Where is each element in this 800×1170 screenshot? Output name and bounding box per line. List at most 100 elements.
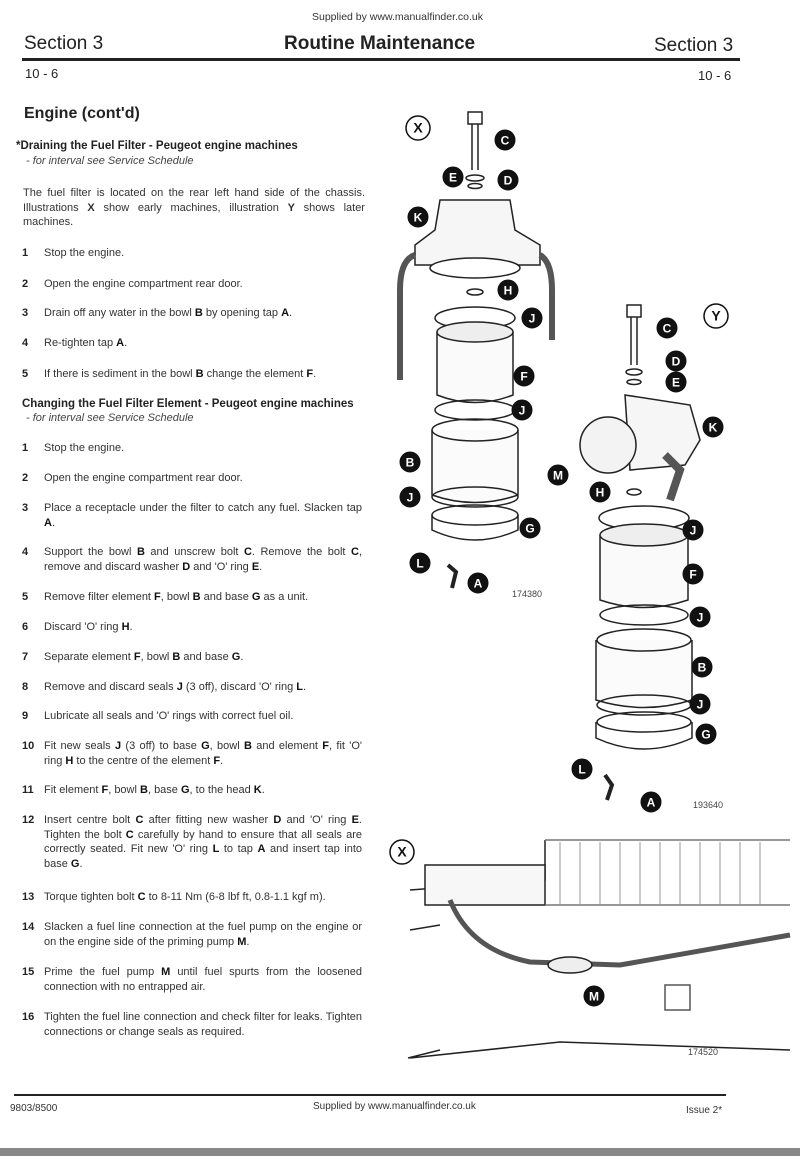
part-reference: Y [287, 201, 295, 214]
part-reference: F [322, 740, 330, 752]
step-text: Torque tighten bolt C to 8-11 Nm (6-8 lb… [44, 891, 326, 903]
part-reference: C [135, 814, 144, 826]
callout-j: J [689, 606, 711, 628]
draining-title: Draining the Fuel Filter - Peugeot engin… [20, 140, 298, 152]
callout-m: M [547, 464, 569, 486]
callout-m: M [583, 985, 605, 1007]
section-label-right: Section 3 [654, 35, 734, 56]
svg-text:M: M [589, 990, 599, 1004]
svg-text:H: H [596, 486, 605, 500]
callout-j: J [399, 486, 421, 508]
step-number: 7 [22, 651, 29, 663]
svg-text:J: J [407, 491, 414, 505]
svg-text:G: G [525, 522, 534, 536]
step-number: 3 [22, 307, 29, 319]
callout-j: J [689, 693, 711, 715]
part-reference: A [44, 516, 52, 529]
step-number: 6 [22, 621, 29, 633]
part-reference: D [182, 560, 191, 573]
part-reference: C [137, 891, 146, 903]
callout-g: G [695, 723, 717, 745]
part-reference: A [116, 337, 125, 349]
figure-ref-193640: 193640 [693, 800, 723, 810]
step-text: Prime the fuel pump M until fuel spurts … [44, 966, 362, 993]
footer-issue: Issue 2* [686, 1105, 723, 1116]
svg-text:C: C [663, 322, 672, 336]
section-label-left: Section 3 [24, 33, 104, 54]
callout-d: D [665, 350, 687, 372]
callout-k: K [407, 206, 429, 228]
part-reference: B [192, 591, 201, 603]
step-number: 3 [22, 502, 29, 514]
page-title: Routine Maintenance [284, 33, 476, 54]
step-text: Stop the engine. [44, 442, 125, 454]
step-number: 16 [22, 1011, 35, 1023]
svg-text:E: E [672, 376, 680, 390]
step-number: 12 [22, 814, 35, 826]
callout-l: L [409, 552, 431, 574]
part-reference: B [140, 784, 148, 796]
step-text: Slacken a fuel line connection at the fu… [44, 921, 362, 948]
part-reference: G [201, 740, 210, 752]
part-reference: F [306, 368, 314, 380]
part-reference: C [350, 546, 359, 558]
footer-rule [14, 1094, 726, 1096]
part-reference: H [121, 621, 130, 633]
step-number: 2 [22, 278, 29, 290]
changing-title: Changing the Fuel Filter Element - Peuge… [22, 398, 354, 410]
part-reference: M [237, 935, 247, 948]
draining-step-2: 2 Open the engine compartment rear door. [22, 277, 362, 292]
step-number: 2 [22, 472, 29, 484]
part-reference: L [212, 843, 220, 855]
svg-text:K: K [709, 421, 718, 435]
part-reference: X [87, 201, 95, 214]
callout-b: B [691, 656, 713, 678]
part-reference: G [231, 651, 241, 663]
callout-g: G [519, 517, 541, 539]
callout-k: K [702, 416, 724, 438]
part-reference: G [180, 784, 190, 796]
callout-h: H [497, 279, 519, 301]
figure-ref-174520: 174520 [688, 1047, 718, 1057]
part-reference: B [243, 740, 252, 752]
filter-x-drawing [397, 111, 555, 589]
callout-d: D [497, 169, 519, 191]
changing-step-3: 3 Place a receptacle under the filter to … [22, 501, 362, 530]
svg-text:F: F [520, 370, 527, 384]
changing-subtitle: - for interval see Service Schedule [26, 412, 194, 424]
step-text: Place a receptacle under the filter to c… [44, 502, 362, 529]
step-text: Re-tighten tap A. [44, 337, 128, 349]
svg-text:H: H [504, 284, 513, 298]
step-number: 14 [22, 921, 35, 933]
step-text: Lubricate all seals and 'O' rings with c… [44, 710, 294, 722]
part-reference: A [257, 843, 266, 855]
step-number: 8 [22, 681, 29, 693]
part-reference: E [251, 560, 260, 573]
step-number: 1 [22, 247, 29, 259]
part-reference: D [273, 814, 282, 826]
page-number-left: 10 - 6 [25, 66, 59, 81]
step-number: 5 [22, 591, 29, 603]
step-text: Open the engine compartment rear door. [44, 278, 243, 290]
svg-text:K: K [414, 211, 423, 225]
svg-text:L: L [578, 763, 585, 777]
part-reference: B [136, 546, 145, 558]
callout-a: A [640, 791, 662, 813]
svg-text:C: C [501, 134, 510, 148]
callout-b: B [399, 451, 421, 473]
part-reference: F [101, 784, 109, 796]
header-rule [22, 58, 740, 61]
step-text: Fit element F, bowl B, base G, to the he… [44, 784, 265, 796]
part-reference: B [194, 307, 203, 319]
footer-supplied-by: Supplied by www.manualfinder.co.uk [313, 1101, 476, 1112]
step-text: Tighten the fuel line connection and che… [44, 1011, 362, 1038]
